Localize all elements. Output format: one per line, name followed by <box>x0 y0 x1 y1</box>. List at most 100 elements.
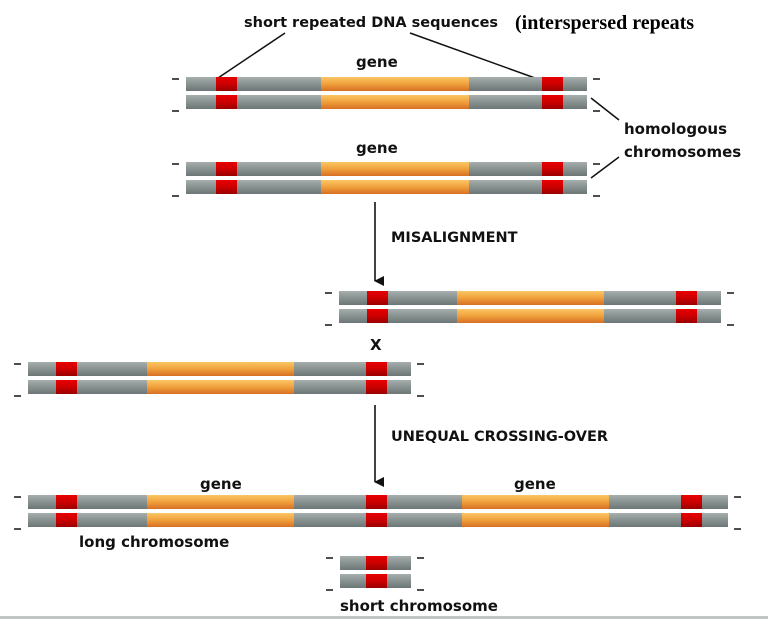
backbone-segment <box>186 77 216 91</box>
chromatid <box>186 180 587 194</box>
short-chromosome <box>326 556 424 591</box>
repeat-sequence <box>366 362 387 376</box>
gene-label-1: gene <box>356 53 398 71</box>
backbone-segment <box>387 380 411 394</box>
repeat-pointer-left <box>217 32 286 79</box>
backbone-segment <box>387 495 462 509</box>
gene-segment <box>147 380 294 394</box>
repeat-sequence <box>676 291 697 305</box>
repeat-sequence <box>56 380 77 394</box>
chromatid <box>340 574 411 588</box>
backbone-segment <box>339 309 367 323</box>
gene-segment <box>147 513 294 527</box>
backbone-segment <box>604 309 676 323</box>
backbone-segment <box>388 291 457 305</box>
backbone-segment <box>237 95 321 109</box>
homologous-label-line1: homologous <box>624 120 727 138</box>
backbone-segment <box>237 162 321 176</box>
backbone-segment <box>186 180 216 194</box>
bottom-divider <box>0 616 768 619</box>
gene-label-2: gene <box>356 139 398 157</box>
gene-segment <box>462 513 609 527</box>
gene-segment <box>147 495 294 509</box>
repeat-sequence <box>542 180 563 194</box>
repeat-sequence <box>216 95 237 109</box>
backbone-segment <box>77 362 147 376</box>
backbone-segment <box>609 495 681 509</box>
repeats-label: short repeated DNA sequences <box>244 15 498 31</box>
backbone-segment <box>340 574 366 588</box>
repeat-sequence <box>56 495 77 509</box>
backbone-segment <box>294 513 366 527</box>
chromatid <box>340 556 411 570</box>
backbone-segment <box>28 495 56 509</box>
repeat-sequence <box>681 513 702 527</box>
chromatid <box>186 95 587 109</box>
gene-segment <box>321 180 469 194</box>
backbone-segment <box>604 291 676 305</box>
chromatid <box>28 495 728 509</box>
repeat-sequence <box>56 362 77 376</box>
backbone-segment <box>609 513 681 527</box>
homologous-pointer-top <box>590 97 620 121</box>
initial-pair-2 <box>172 162 600 197</box>
backbone-segment <box>339 291 367 305</box>
gene-segment <box>321 77 469 91</box>
chromatid <box>28 513 728 527</box>
backbone-segment <box>469 162 542 176</box>
backbone-segment <box>469 77 542 91</box>
backbone-segment <box>563 180 587 194</box>
repeat-sequence <box>216 77 237 91</box>
backbone-segment <box>469 95 542 109</box>
misalignment-label: MISALIGNMENT <box>391 230 518 246</box>
interspersed-repeats-label: (interspersed repeats <box>515 12 694 34</box>
homologous-label-line2: chromosomes <box>624 143 741 161</box>
backbone-segment <box>77 380 147 394</box>
initial-pair-1 <box>172 77 600 112</box>
chromatid <box>186 162 587 176</box>
repeat-sequence <box>366 574 387 588</box>
repeat-sequence <box>542 95 563 109</box>
backbone-segment <box>469 180 542 194</box>
backbone-segment <box>563 77 587 91</box>
backbone-segment <box>697 309 721 323</box>
backbone-segment <box>28 380 56 394</box>
repeat-sequence <box>216 162 237 176</box>
backbone-segment <box>563 95 587 109</box>
gene-segment <box>147 362 294 376</box>
repeat-sequence <box>366 556 387 570</box>
backbone-segment <box>702 495 728 509</box>
short-chromosome-label: short chromosome <box>340 597 498 615</box>
repeat-sequence <box>681 495 702 509</box>
backbone-segment <box>387 556 411 570</box>
gene-segment <box>462 495 609 509</box>
long-chromosome-label: long chromosome <box>79 533 229 551</box>
backbone-segment <box>186 162 216 176</box>
backbone-segment <box>702 513 728 527</box>
gene-segment <box>457 291 604 305</box>
backbone-segment <box>387 574 411 588</box>
backbone-segment <box>77 495 147 509</box>
backbone-segment <box>294 380 366 394</box>
long-chromosome <box>14 495 741 530</box>
backbone-segment <box>186 95 216 109</box>
repeat-sequence <box>56 513 77 527</box>
crossover-mark: X <box>370 336 382 354</box>
misaligned-upper <box>325 291 734 326</box>
gene-segment <box>457 309 604 323</box>
backbone-segment <box>388 309 457 323</box>
chromatid <box>186 77 587 91</box>
gene-segment <box>321 95 469 109</box>
backbone-segment <box>28 362 56 376</box>
unequal-crossing-over-label: UNEQUAL CROSSING-OVER <box>391 429 608 445</box>
backbone-segment <box>28 513 56 527</box>
chromatid <box>339 309 721 323</box>
backbone-segment <box>387 362 411 376</box>
chromosome-layer <box>14 77 741 591</box>
homologous-pointer-bottom <box>590 156 620 179</box>
gene-segment <box>321 162 469 176</box>
backbone-segment <box>563 162 587 176</box>
chromatid <box>28 362 411 376</box>
backbone-segment <box>294 495 366 509</box>
